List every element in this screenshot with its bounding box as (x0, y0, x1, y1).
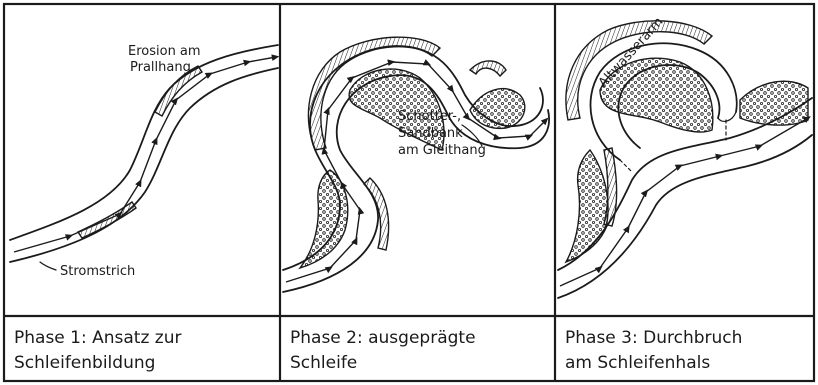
phase3-oxbow-end (718, 112, 736, 121)
phase2-caption-line1: Phase 2: ausgeprägte (290, 328, 476, 348)
phase1-caption-line2: Schleifenbildung (14, 353, 155, 373)
phase3-gravel-right (740, 81, 808, 125)
phase2-gravel-lower (300, 170, 348, 268)
phase2-label-gravel-line2: Sandbank (398, 126, 463, 141)
figure-frame (4, 4, 814, 381)
phase2-label-gravel-line3: am Gleithang (398, 143, 486, 158)
phase1-diagram: Erosion am Prallhang Stromstrich (10, 44, 278, 279)
phase1-label-stromstrich: Stromstrich (60, 264, 135, 279)
phase2-diagram: Schotter-, Sandbank am Gleithang (283, 37, 549, 292)
phase3-gravel-left (566, 150, 608, 262)
phase3-diagram: Altwasserarm (558, 15, 812, 298)
phase1-bank-lower (10, 68, 278, 262)
phase2-erosion-right (470, 61, 506, 76)
phase1-caption-line1: Phase 1: Ansatz zur (14, 328, 181, 348)
phase2-caption-line2: Schleife (290, 353, 357, 373)
phase3-caption-line2: am Schleifenhals (565, 353, 710, 373)
phase1-stromstrich (14, 57, 276, 252)
phase2-gravel-right (470, 89, 525, 129)
phase1-label-erosion-line2: Prallhang (130, 60, 191, 75)
phase3-cutoff-left (620, 160, 632, 172)
phase1-stromstrich-pointer (40, 262, 56, 270)
phase2-label-gravel-line1: Schotter-, (398, 109, 461, 124)
phase1-label-erosion-line1: Erosion am (128, 44, 201, 59)
phase3-caption-line1: Phase 3: Durchbruch (565, 328, 742, 348)
